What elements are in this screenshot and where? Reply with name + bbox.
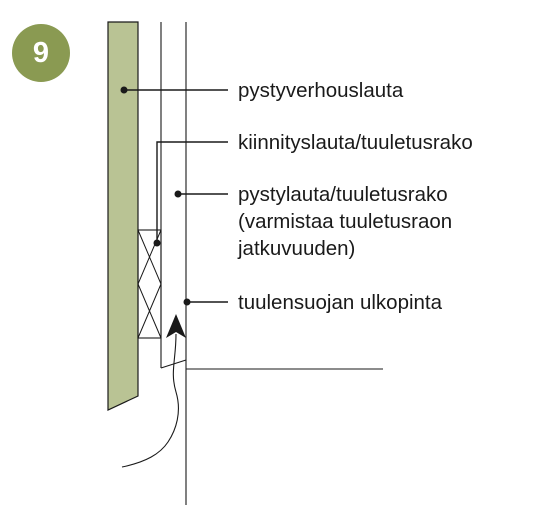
label-cladding: pystyverhouslauta xyxy=(238,79,404,102)
fastening-batten-cross xyxy=(137,229,162,339)
label-vertical-batten-line1: pystylauta/tuuletusrako xyxy=(238,183,448,206)
label-fastening-batten: kiinnityslauta/tuuletusrako xyxy=(238,131,473,154)
label-windshield-surface: tuulensuojan ulkopinta xyxy=(238,291,443,314)
airflow-arrow-head xyxy=(166,314,186,338)
leader-line-batten xyxy=(156,141,228,243)
step-number: 9 xyxy=(32,36,50,69)
label-vertical-batten-line3: jatkuvuuden) xyxy=(238,237,356,260)
fastening-batten-cross-2 xyxy=(137,229,162,339)
airflow-curve xyxy=(121,333,179,468)
cladding-board xyxy=(107,21,139,411)
step-number-badge: 9 xyxy=(12,24,70,82)
label-vertical-batten-line2: (varmistaa tuuletusraon xyxy=(238,210,453,233)
